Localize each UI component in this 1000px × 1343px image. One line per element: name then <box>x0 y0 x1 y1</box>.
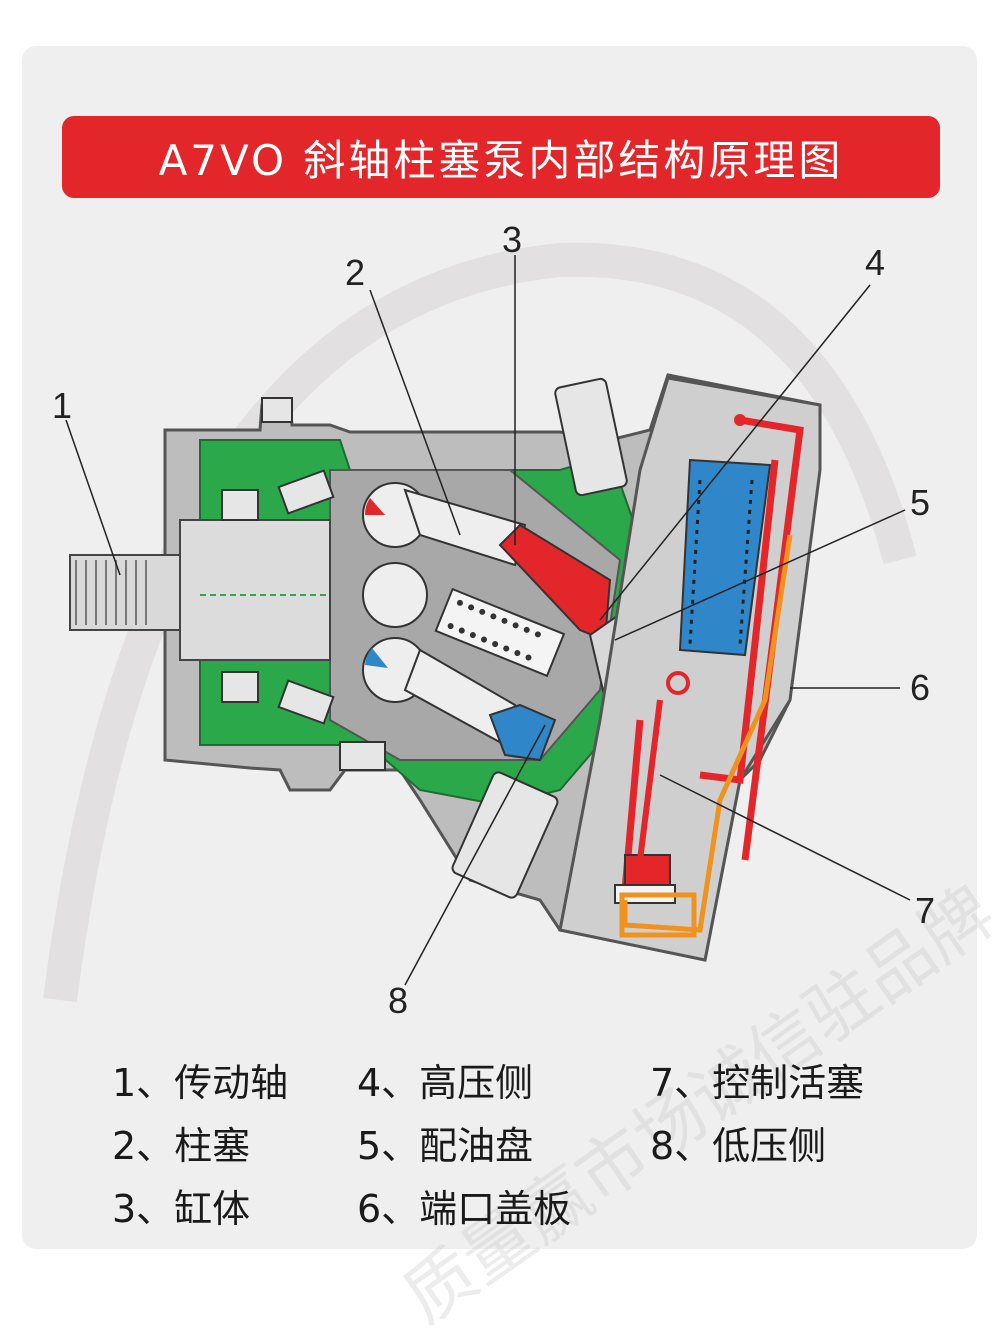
callout-4: 4 <box>865 242 886 283</box>
pump-cross-section <box>43 242 917 1003</box>
piston-ball-mid <box>362 562 428 628</box>
piston-rod-top <box>403 488 527 567</box>
legend-item-5: 5、配油盘 <box>357 1124 534 1168</box>
piston-rod-bottom <box>403 648 517 747</box>
legend-item-3: 3、缸体 <box>112 1187 251 1231</box>
vent-plug-bottom <box>451 771 559 899</box>
top-plug <box>261 397 293 423</box>
legend-item-2: 2、柱塞 <box>112 1124 251 1168</box>
callout-6: 6 <box>910 667 931 708</box>
low-pressure-chamber <box>488 703 557 762</box>
callout-1: 1 <box>52 385 73 426</box>
watermark-arc <box>43 242 917 1003</box>
roller-bottom <box>277 679 335 725</box>
page-title: A7VO 斜轴柱塞泵内部结构原理图 <box>158 135 844 185</box>
shaft-flange <box>179 519 331 661</box>
legend-item-7: 7、控制活塞 <box>650 1061 865 1105</box>
control-spring-chamber <box>678 458 772 657</box>
callout-8: 8 <box>388 980 409 1021</box>
roller-top <box>277 469 335 515</box>
callout-5: 5 <box>910 482 931 523</box>
legend-item-4: 4、高压侧 <box>357 1061 534 1105</box>
drain-plug <box>339 741 386 771</box>
shaft-splines <box>75 560 147 625</box>
leader-lines <box>65 255 911 986</box>
bearing-bottom <box>221 671 259 703</box>
vent-plug-top <box>554 377 628 497</box>
callout-7: 7 <box>915 890 936 931</box>
center-spring <box>434 587 566 678</box>
control-line-orange <box>622 534 793 933</box>
title-banner: A7VO 斜轴柱塞泵内部结构原理图 <box>62 116 940 198</box>
legend-item-6: 6、端口盖板 <box>357 1187 572 1231</box>
callout-2: 2 <box>345 252 366 293</box>
legend-item-1: 1、传动轴 <box>112 1061 289 1105</box>
bearing-top <box>221 489 259 521</box>
callout-3: 3 <box>502 219 523 260</box>
legend-item-8: 8、低压侧 <box>650 1124 827 1168</box>
